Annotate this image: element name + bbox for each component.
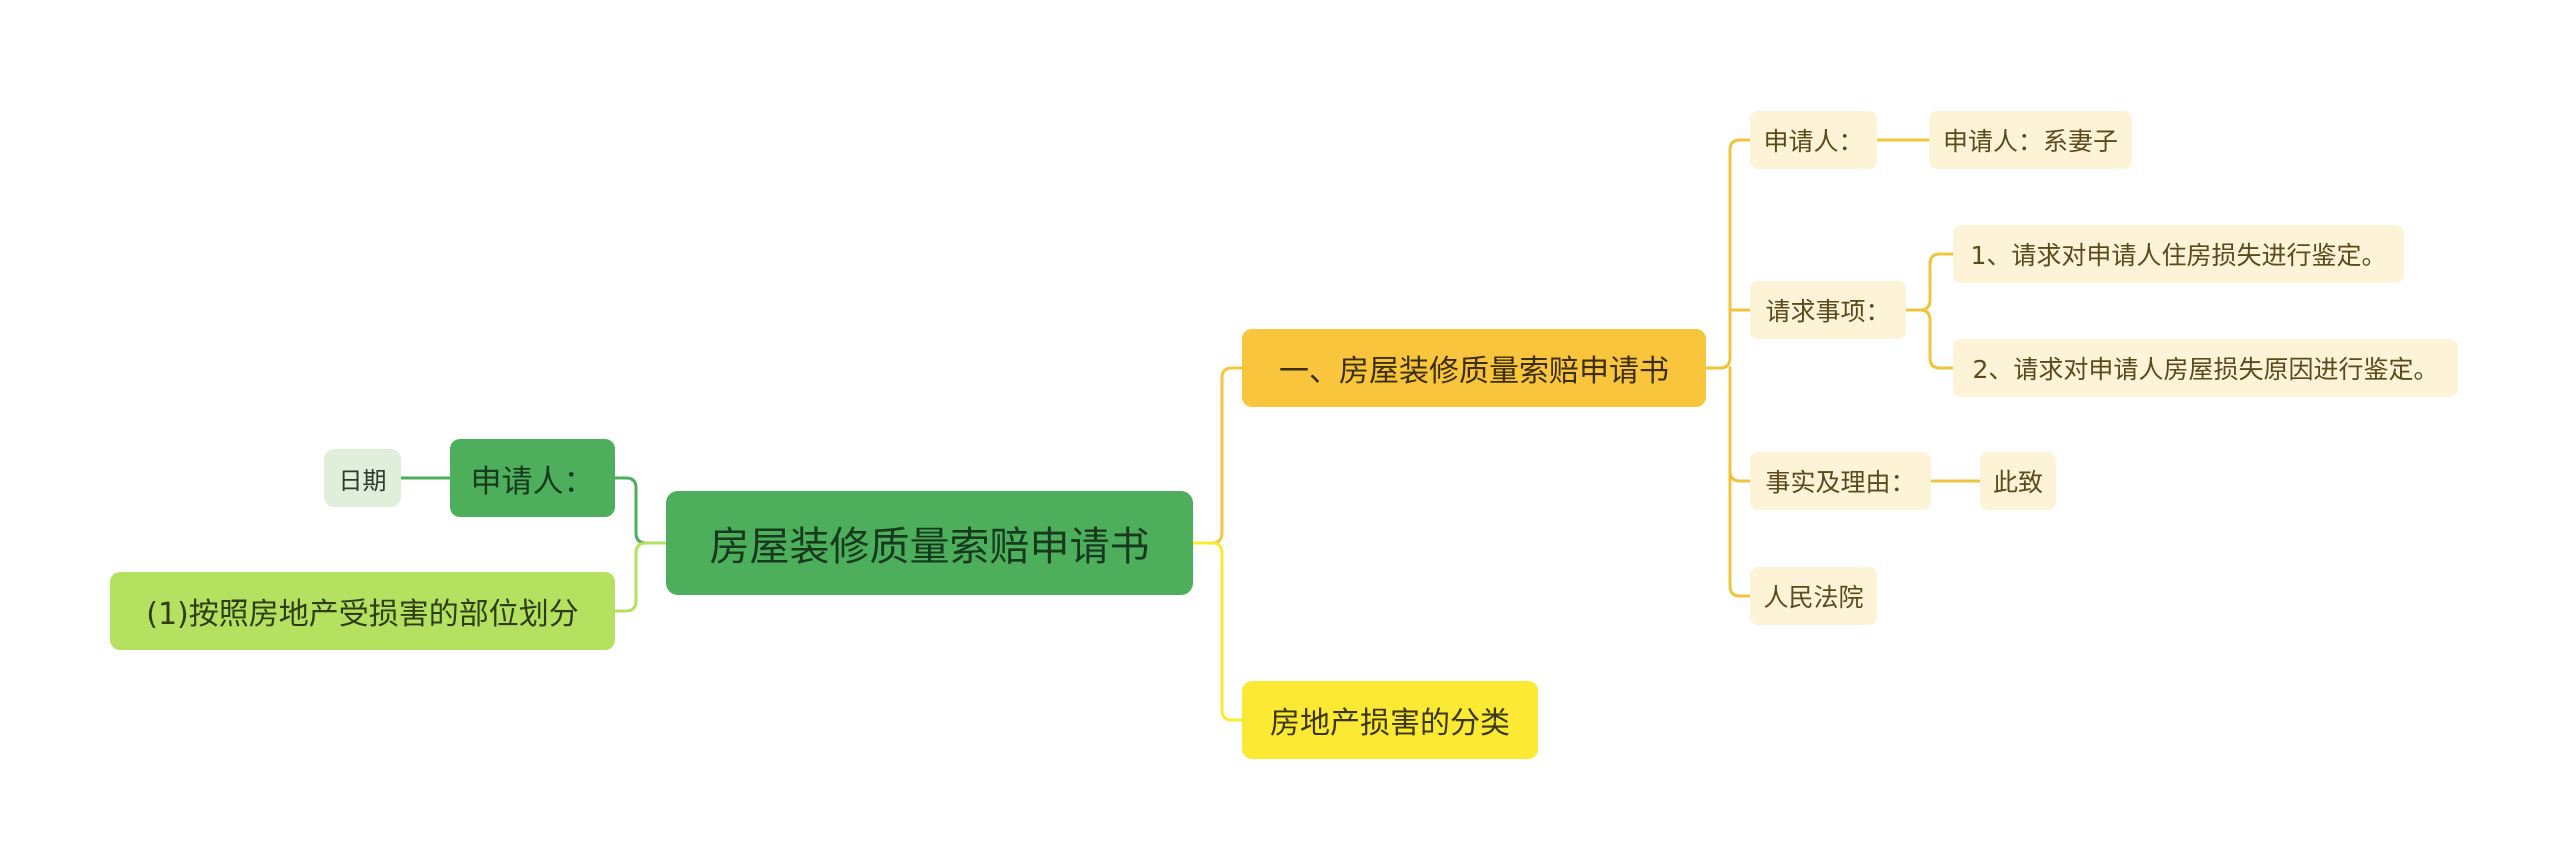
subtopic-court[interactable]: 人民法院	[1750, 567, 1877, 625]
connector-section-one	[1191, 366, 1244, 545]
connector-req1	[1904, 252, 1955, 312]
connector-left-classify	[613, 541, 668, 613]
topic-date[interactable]: 日期	[324, 449, 401, 507]
connector-req2	[1904, 308, 1955, 370]
topic-damage-classification[interactable]: 房地产损害的分类	[1242, 681, 1538, 759]
topic-classify-by-location[interactable]: (1)按照房地产受损害的部位划分	[110, 572, 615, 650]
subtopic-applicant-value[interactable]: 申请人：系妻子	[1929, 111, 2132, 169]
topic-section-one[interactable]: 一、房屋装修质量索赔申请书	[1242, 329, 1706, 407]
root-topic[interactable]: 房屋装修质量索赔申请书	[666, 491, 1193, 595]
connector-court	[1728, 366, 1752, 598]
connector-facts	[1728, 366, 1752, 483]
subtopic-applicant[interactable]: 申请人：	[1750, 111, 1877, 169]
connector-left-applicant	[613, 476, 668, 545]
subtopic-request[interactable]: 请求事项：	[1750, 281, 1906, 339]
connector-damage-classification	[1191, 541, 1244, 722]
subtopic-request-item-2[interactable]: 2、请求对申请人房屋损失原因进行鉴定。	[1953, 339, 2458, 397]
subtopic-request-item-1[interactable]: 1、请求对申请人住房损失进行鉴定。	[1953, 225, 2404, 283]
connector-applicant	[1704, 138, 1752, 370]
subtopic-facts[interactable]: 事实及理由：	[1750, 452, 1931, 510]
topic-left-applicant[interactable]: 申请人：	[450, 439, 615, 517]
subtopic-facts-value[interactable]: 此致	[1980, 452, 2056, 510]
